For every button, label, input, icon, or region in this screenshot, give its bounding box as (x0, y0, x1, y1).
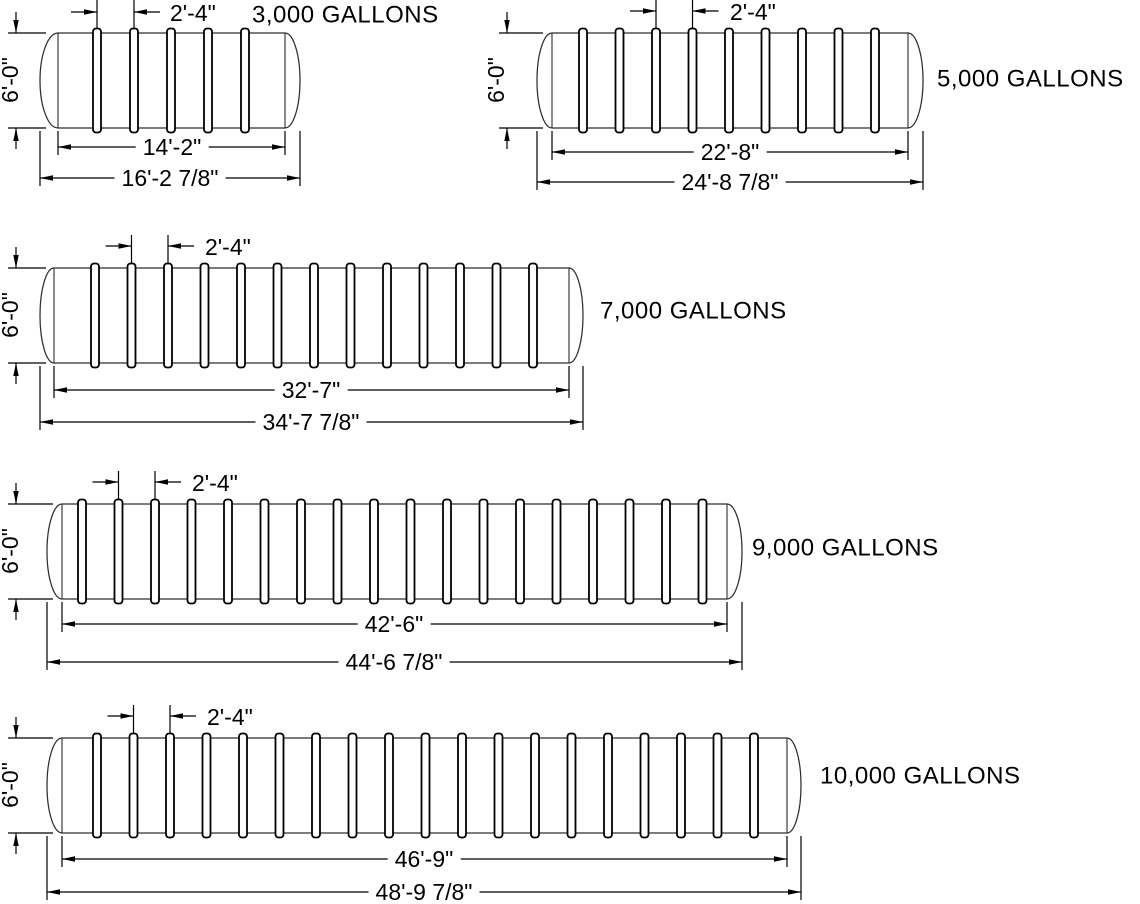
tank-7000-capacity-label: 7,000 GALLONS (600, 297, 787, 325)
tank-9000-overall-length-dimension: 44'-6 7/8" (338, 650, 450, 674)
tank-5000-body-length-dimension: 22'-8" (693, 140, 767, 164)
tank-5000-overall-length-dimension: 24'-8 7/8" (674, 170, 786, 194)
tank-9000-body-length-dimension: 42'-6" (357, 612, 431, 636)
tank-3000-capacity-label: 3,000 GALLONS (252, 1, 439, 29)
tank-9000-rib-spacing-dimension: 2'-4" (189, 471, 241, 495)
tank-10000-body-length-dimension: 46'-9" (387, 847, 461, 871)
tank-10000-capacity-label: 10,000 GALLONS (820, 762, 1021, 790)
tank-10000-diameter-dimension: 6'-0" (0, 758, 23, 812)
tank-5000-diameter-dimension: 6'-0" (483, 53, 509, 107)
tank-7000-rib-spacing-dimension: 2'-4" (202, 235, 254, 259)
tank-9000-diameter-dimension: 6'-0" (0, 524, 23, 578)
tank-10000-overall-length-dimension: 48'-9 7/8" (368, 880, 480, 904)
tank-5000-rib-spacing-dimension: 2'-4" (727, 0, 779, 24)
tank-3000-rib-spacing-dimension: 2'-4" (167, 1, 219, 25)
tank-7000-overall-length-dimension: 34'-7 7/8" (255, 410, 367, 434)
tank-3000-overall-length-dimension: 16'-2 7/8" (114, 166, 226, 190)
tank-9000-capacity-label: 9,000 GALLONS (752, 534, 939, 562)
tank-3000-diameter-dimension: 6'-0" (0, 53, 23, 107)
tank-5000-capacity-label: 5,000 GALLONS (937, 65, 1124, 93)
tank-10000-rib-spacing-dimension: 2'-4" (204, 705, 256, 729)
tank-3000-body-length-dimension: 14'-2" (135, 135, 209, 159)
tank-7000-diameter-dimension: 6'-0" (0, 288, 23, 342)
tank-7000-body-length-dimension: 32'-7" (274, 378, 348, 402)
